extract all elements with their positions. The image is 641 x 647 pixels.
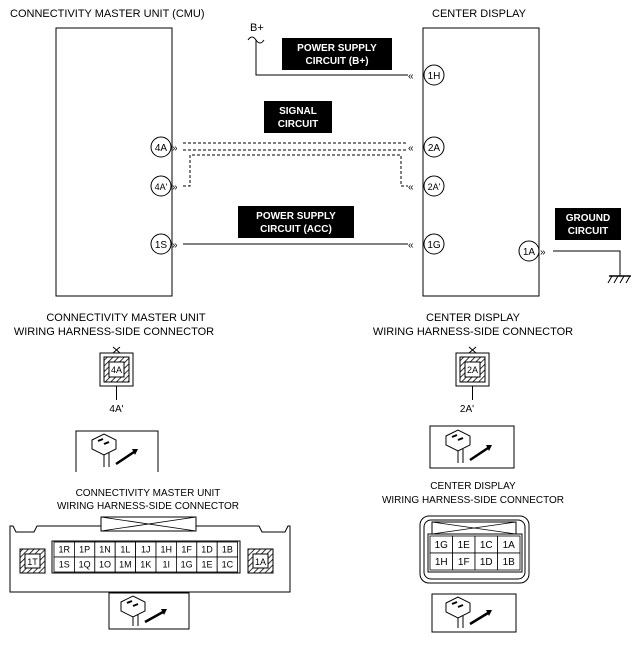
cmu-large-pin-label: 1R — [58, 545, 70, 555]
ground-label-line1: GROUND — [566, 213, 610, 224]
ground-label-box — [555, 208, 621, 240]
wire-ground — [553, 250, 621, 276]
cmu-large-pin-cell — [216, 556, 238, 573]
cmu-terminal-4a-prime: 4A' » — [150, 175, 178, 197]
svg-text:1H: 1H — [428, 71, 441, 82]
cmu-large-connector-title-2: WIRING HARNESS-SIDE CONNECTOR — [57, 501, 239, 512]
cmu-terminal-1s: 1S » — [150, 233, 178, 255]
cmu-small-pin: 4A — [111, 365, 122, 375]
cmu-unit-box — [55, 27, 173, 297]
svg-text:»: » — [540, 247, 546, 258]
display-large-connector-view-icon — [431, 593, 517, 633]
cmu-large-pin-grid: 1R 1P 1N 1L 1J 1H 1F 1D 1B 1S 1Q 1O 1M 1K 1I 1G 1E 1C — [53, 541, 238, 573]
display-small-sub-label: 2A' — [460, 404, 474, 415]
cmu-large-pin-label: 1P — [79, 545, 90, 555]
display-terminal-2a: « 2A — [408, 136, 445, 158]
power-acc-label-box — [238, 206, 354, 238]
cmu-large-pin-label: 1D — [201, 545, 213, 555]
svg-text:2A': 2A' — [428, 182, 441, 192]
display-large-connector-title-1: CENTER DISPLAY — [430, 481, 516, 492]
cmu-terminal-4a: 4A » — [150, 136, 178, 158]
display-terminal-1a: 1A » — [518, 240, 546, 262]
cmu-small-connector-view-icon — [75, 430, 159, 472]
display-large-pin-label: 1C — [480, 540, 493, 551]
display-small-connector-title-2: WIRING HARNESS-SIDE CONNECTOR — [373, 326, 573, 338]
cmu-large-connector-view-icon — [108, 592, 190, 630]
svg-text:»: » — [172, 143, 178, 154]
display-large-connector-title-2: WIRING HARNESS-SIDE CONNECTOR — [382, 495, 564, 506]
signal-label-line1: SIGNAL — [279, 106, 317, 117]
svg-text:«: « — [408, 182, 414, 193]
cmu-large-pin-label: 1M — [119, 560, 132, 570]
cmu-large-pin-label: 1G — [181, 560, 193, 570]
display-terminal-2a-prime: « 2A' — [408, 175, 445, 197]
power-b-label-line1: POWER SUPPLY — [297, 43, 377, 54]
svg-text:2A: 2A — [428, 143, 441, 154]
power-b-label-line2: CIRCUIT (B+) — [305, 56, 368, 67]
ground-symbol — [607, 275, 631, 284]
signal-label-box — [264, 101, 332, 133]
cmu-small-connector-title-1: CONNECTIVITY MASTER UNIT — [46, 312, 206, 324]
cmu-large-pin-label: 1I — [162, 560, 170, 570]
cmu-large-left-pin: 1T — [27, 557, 38, 567]
cmu-small-connector-title-2: WIRING HARNESS-SIDE CONNECTOR — [14, 326, 214, 338]
cmu-large-connector: 1T 1A 1R 1P 1N 1L 1J 1H 1F 1D 1B 1S 1Q 1O 1M 1K 1I 1G 1E… — [9, 516, 291, 593]
display-small-connector: 2A 2A' — [455, 346, 490, 415]
svg-text:«: « — [408, 143, 414, 154]
cmu-large-connector-title-1: CONNECTIVITY MASTER UNIT — [76, 488, 221, 499]
display-small-pin: 2A — [467, 365, 478, 375]
cmu-small-connector: 4A 4A' — [99, 346, 134, 415]
wire-power-b — [255, 40, 408, 76]
svg-text:«: « — [408, 240, 414, 251]
display-terminal-1h: « 1H — [408, 64, 445, 86]
cmu-large-pin-label: 1L — [120, 545, 130, 555]
display-large-pin-label: 1D — [480, 557, 493, 568]
display-large-pin-cell — [497, 552, 521, 571]
display-large-pin-label: 1F — [458, 557, 470, 568]
wire-signal-shield — [183, 154, 408, 187]
display-large-pin-grid: 1G 1E 1C 1A 1H 1F 1D 1B — [429, 535, 521, 571]
display-terminal-1g: « 1G — [408, 233, 445, 255]
cmu-large-pin-label: 1S — [59, 560, 70, 570]
cmu-large-pin-label: 1E — [201, 560, 212, 570]
svg-text:1G: 1G — [427, 240, 441, 251]
power-acc-label-line2: CIRCUIT (ACC) — [260, 224, 332, 235]
cmu-title: CONNECTIVITY MASTER UNIT (CMU) — [10, 8, 205, 20]
display-large-pin-label: 1G — [435, 540, 449, 551]
display-title: CENTER DISPLAY — [432, 8, 527, 20]
svg-text:»: » — [172, 240, 178, 251]
svg-text:4A: 4A — [155, 143, 168, 154]
signal-label-line2: CIRCUIT — [278, 119, 319, 130]
svg-text:»: » — [172, 182, 178, 193]
cmu-large-pin-label: 1Q — [79, 560, 91, 570]
svg-text:«: « — [408, 71, 414, 82]
svg-text:4A': 4A' — [155, 182, 168, 192]
cmu-small-sub-label: 4A' — [109, 404, 123, 415]
power-acc-label-line1: POWER SUPPLY — [256, 211, 336, 222]
cmu-large-pin-label: 1F — [181, 545, 192, 555]
svg-text:1A: 1A — [523, 247, 536, 258]
display-large-pin-label: 1H — [435, 557, 448, 568]
cmu-large-pin-label: 1K — [140, 560, 151, 570]
display-large-connector: 1G 1E 1C 1A 1H 1F 1D 1B — [419, 515, 530, 584]
ground-label-line2: CIRCUIT — [568, 226, 609, 237]
display-large-pin-label: 1A — [503, 540, 516, 551]
cmu-large-pin-label: 1J — [141, 545, 151, 555]
display-small-connector-view-icon — [429, 425, 515, 469]
svg-text:1S: 1S — [155, 240, 168, 251]
display-large-pin-label: 1B — [503, 557, 516, 568]
cmu-large-pin-label: 1N — [99, 545, 111, 555]
cmu-large-pin-label: 1B — [222, 545, 233, 555]
cmu-large-pin-label: 1H — [160, 545, 172, 555]
cmu-large-pin-label: 1C — [222, 560, 234, 570]
display-large-pin-label: 1E — [458, 540, 471, 551]
power-b-label-box — [282, 38, 392, 70]
b-plus-label: B+ — [250, 22, 264, 34]
cmu-large-right-pin: 1A — [255, 557, 266, 567]
display-small-connector-title-1: CENTER DISPLAY — [426, 312, 521, 324]
cmu-large-pin-label: 1O — [99, 560, 111, 570]
